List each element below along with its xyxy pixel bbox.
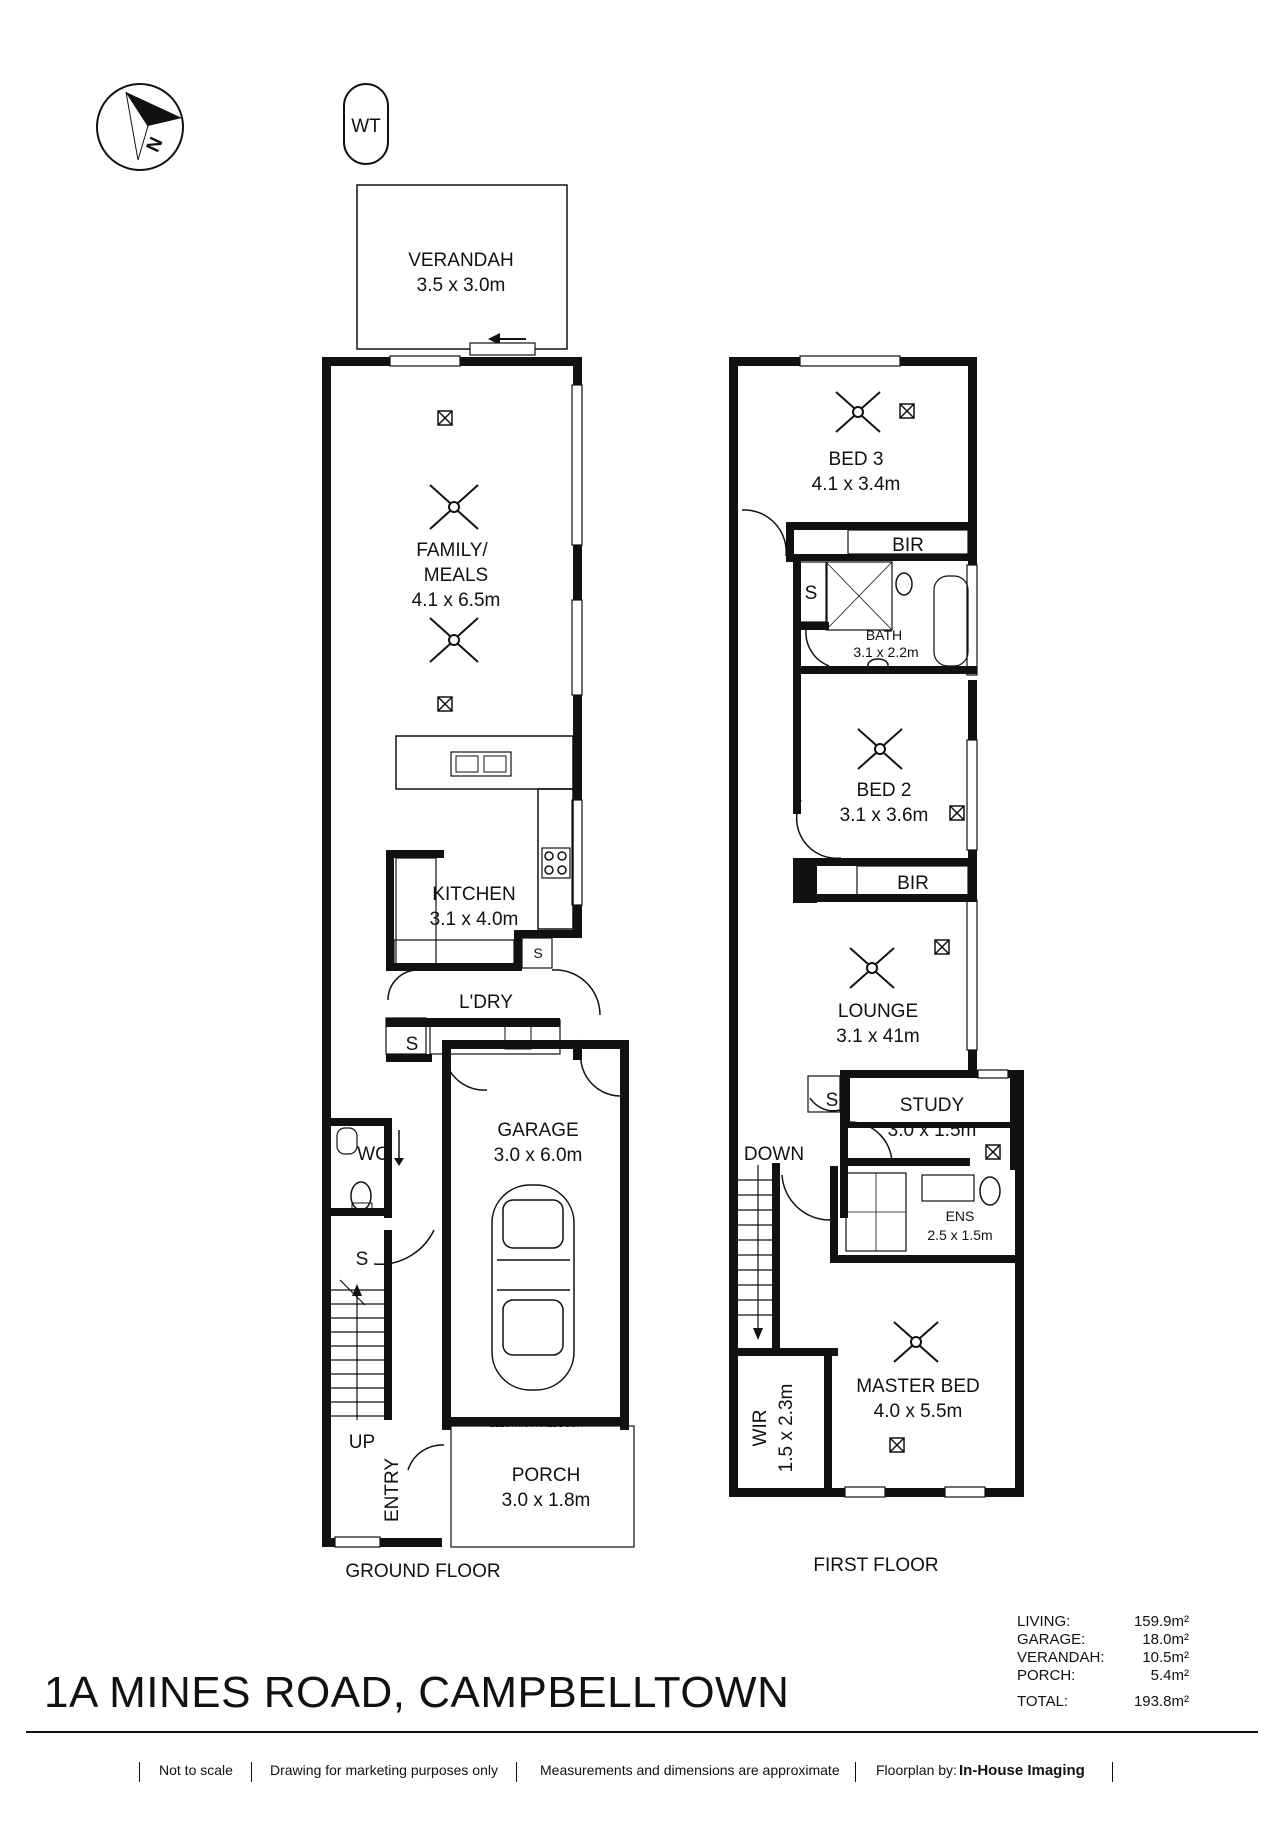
- lounge-name: LOUNGE: [838, 1001, 918, 1022]
- area-label: LIVING:: [1017, 1613, 1071, 1630]
- area-label: VERANDAH:: [1017, 1649, 1105, 1666]
- family-name-1: FAMILY/: [416, 540, 488, 561]
- bath-storage: S: [805, 583, 818, 604]
- area-summary: LIVING: 159.9m² GARAGE: 18.0m² VERANDAH: 10…: [1017, 1613, 1189, 1711]
- ceiling-fan-icon: [835, 391, 881, 433]
- bed3-name: BED 3: [829, 449, 884, 470]
- total-value: 193.8m²: [1133, 1693, 1189, 1710]
- kitchen-dims: 3.1 x 4.0m: [430, 909, 519, 930]
- bath-dims: 3.1 x 2.2m: [853, 644, 918, 660]
- bed3-bir: BIR: [892, 535, 924, 556]
- divider: [516, 1762, 517, 1782]
- bed2-name: BED 2: [857, 780, 912, 801]
- area-row-porch: PORCH: 5.4m²: [1017, 1667, 1189, 1685]
- master-name: MASTER BED: [856, 1376, 980, 1397]
- verandah: [356, 184, 568, 350]
- divider: [139, 1762, 140, 1782]
- family-name-2: MEALS: [424, 565, 488, 586]
- property-address: 1A MINES ROAD, CAMPBELLTOWN: [44, 1668, 790, 1717]
- study-storage: S: [826, 1090, 839, 1111]
- footer-note-marketing: Drawing for marketing purposes only: [270, 1762, 498, 1778]
- bath-name: BATH: [866, 627, 902, 643]
- lounge-dims: 3.1 x 41m: [836, 1026, 919, 1047]
- ceiling-fan-icon: [893, 1321, 939, 1363]
- verandah-name: VERANDAH: [408, 250, 514, 271]
- area-label: GARAGE:: [1017, 1631, 1086, 1648]
- area-value: 159.9m²: [1133, 1613, 1189, 1630]
- area-row-garage: GARAGE: 18.0m²: [1017, 1631, 1189, 1649]
- garage-name: GARAGE: [497, 1120, 578, 1141]
- bed3-dims: 4.1 x 3.4m: [812, 474, 901, 495]
- north-label: N: [143, 134, 168, 155]
- verandah-dims: 3.5 x 3.0m: [417, 275, 506, 296]
- down-label: DOWN: [744, 1144, 804, 1165]
- ceiling-fan-icon: [849, 947, 895, 989]
- first-floor-title: FIRST FLOOR: [813, 1555, 938, 1576]
- first-floor: [729, 355, 1024, 1498]
- area-row-living: LIVING: 159.9m²: [1017, 1613, 1189, 1631]
- wc-name: WC: [357, 1144, 389, 1165]
- ceiling-fan-icon: [429, 617, 479, 663]
- ground-floor-title: GROUND FLOOR: [345, 1561, 500, 1582]
- kitchen-name: KITCHEN: [432, 884, 515, 905]
- bed2-dims: 3.1 x 3.6m: [840, 805, 929, 826]
- ceiling-fan-icon: [429, 484, 479, 530]
- water-tank-label: WT: [351, 116, 381, 137]
- laundry-storage: S: [406, 1034, 419, 1055]
- car-icon: [491, 1184, 575, 1391]
- understair-storage: S: [356, 1249, 369, 1270]
- garage-dims: 3.0 x 6.0m: [494, 1145, 583, 1166]
- entry-label: ENTRY: [382, 1458, 403, 1522]
- footer-credit-prefix: Floorplan by:: [876, 1762, 957, 1778]
- porch-name: PORCH: [512, 1465, 581, 1486]
- area-value: 5.4m²: [1150, 1667, 1189, 1684]
- ground-floor: [322, 342, 635, 1548]
- sliding-arrow-icon: [488, 333, 526, 345]
- footer-credit-name: In-House Imaging: [959, 1762, 1085, 1779]
- study-name: STUDY: [900, 1095, 965, 1116]
- divider: [1112, 1762, 1113, 1782]
- water-tank: [343, 83, 389, 165]
- wir-name: WIR: [750, 1410, 771, 1447]
- area-row-verandah: VERANDAH: 10.5m²: [1017, 1649, 1189, 1667]
- footer-note-measurements: Measurements and dimensions are approxim…: [540, 1762, 840, 1778]
- study-dims: 3.0 x 1.5m: [888, 1120, 977, 1141]
- footer-note-scale: Not to scale: [159, 1762, 233, 1778]
- ens-name: ENS: [946, 1208, 975, 1224]
- footer: Not to scale Drawing for marketing purpo…: [0, 1762, 1280, 1786]
- bed2-bir: BIR: [897, 873, 929, 894]
- area-row-total: TOTAL: 193.8m²: [1017, 1693, 1189, 1711]
- divider: [26, 1731, 1258, 1733]
- master-dims: 4.0 x 5.5m: [874, 1401, 963, 1422]
- laundry-name: L'DRY: [459, 992, 513, 1013]
- area-label: PORCH:: [1017, 1667, 1076, 1684]
- total-label: TOTAL:: [1017, 1693, 1069, 1710]
- divider: [251, 1762, 252, 1782]
- ens-dims: 2.5 x 1.5m: [927, 1227, 992, 1243]
- kitchen-storage: S: [533, 945, 542, 961]
- compass-icon: N: [96, 83, 184, 171]
- porch-dims: 3.0 x 1.8m: [502, 1490, 591, 1511]
- wir-dims: 1.5 x 2.3m: [776, 1384, 797, 1473]
- divider: [855, 1762, 856, 1782]
- electric-door-label: ELECTRIC PANEL DOOR: [489, 1420, 583, 1429]
- ceiling-fan-icon: [857, 728, 903, 770]
- area-value: 18.0m²: [1142, 1631, 1189, 1648]
- family-dims: 4.1 x 6.5m: [412, 590, 501, 611]
- up-label: UP: [349, 1432, 375, 1453]
- area-value: 10.5m²: [1142, 1649, 1189, 1666]
